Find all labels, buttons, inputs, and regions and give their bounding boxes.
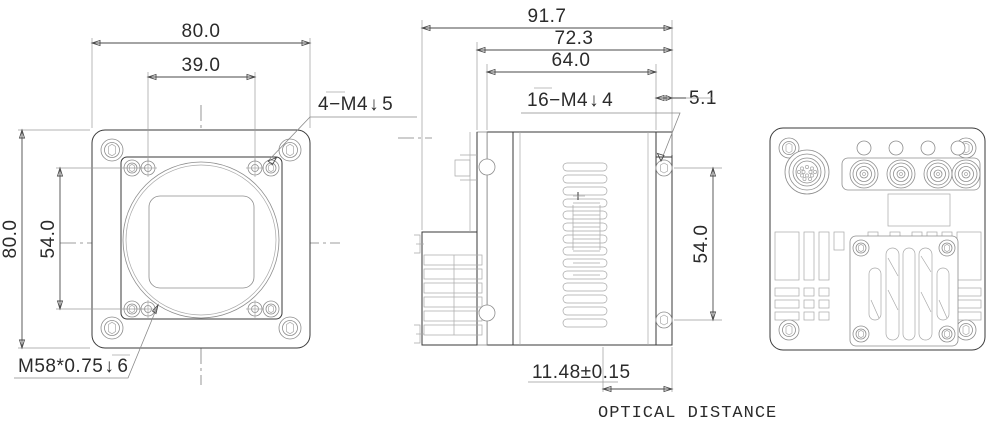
pin-hole-top-right [246,159,264,177]
front-view: 80.0 39.0 80.0 54.0 4−M4↓5 [0,21,417,385]
rear-label-plate [887,193,951,227]
side-left-brackets [414,234,424,344]
side-view: 91.7 72.3 64.0 5.1 54 [398,6,777,423]
callout-front-corner-holes: 4−M4↓5 [267,91,417,166]
corner-hole-bottom-left [100,316,124,340]
callout-label-4m4: 4−M4↓5 [318,94,393,115]
dim-front-hole-spacing-v: 54.0 [38,166,64,311]
fan-assembly [849,235,959,347]
side-lens-mount-step [421,132,478,346]
dim-side-body-length: 72.3 [475,28,674,54]
side-body-outline [486,131,673,346]
side-lens-mount-holes [454,154,496,322]
coax-connectors [841,157,981,191]
dim-label-front-hole-spacing-v: 54.0 [38,220,59,259]
callout-16m4-thread: 16−M4 [527,90,588,111]
callout-4m4-depth: 5 [382,94,393,115]
side-mount-holes [655,159,673,329]
led-1 [856,140,872,156]
dim-side-total-length: 91.7 [420,6,674,32]
plate-screw-top-right [262,159,280,177]
rear-corner-screws [778,137,977,341]
fan-blade-1 [868,267,882,321]
front-lens-thread-circle [122,161,280,319]
front-pin-holes [139,159,264,318]
dim-side-mount-height: 54.0 [691,166,717,322]
dim-label-side-body-length: 72.3 [555,28,594,49]
corner-hole-top-right [278,138,302,162]
dim-label-front-height: 80.0 [0,220,21,259]
fan-screw-top-right [938,239,956,257]
dim-front-width: 80.0 [90,21,312,47]
dim-label-side-mount-height: 54.0 [691,225,712,264]
corner-hole-bottom-right [278,316,302,340]
front-lens-thread-inner [125,164,277,316]
fan-blade-5 [936,267,950,321]
dim-label-optical-distance: 11.48±0.15 [532,362,631,383]
callout-side-mount-holes: 16−M4↓4 [521,87,681,162]
power-connector [784,149,830,195]
rear-screw-bottom-right [955,319,977,341]
led-4 [950,140,966,156]
led-2 [888,140,904,156]
dim-label-front-hole-spacing-h: 39.0 [182,55,221,76]
dim-front-height: 80.0 [0,128,26,350]
fan-blade-2 [885,247,900,341]
callout-16m4-depth: 4 [602,90,613,111]
fan-screw-bottom-right [938,325,956,343]
callout-label-m58: M58*0.75↓6 [18,356,128,377]
rear-view [769,127,986,351]
front-sensor-window [148,195,255,289]
coax-1 [849,159,879,189]
dim-label-side-flange-thickness: 5.1 [689,88,717,109]
corner-hole-top-left [100,138,124,162]
dim-side-mount-length: 64.0 [485,50,658,76]
label-optical-distance: OPTICAL DISTANCE [598,404,777,423]
fan-screw-top-left [852,239,870,257]
side-vent-slots [562,162,608,328]
fan-screw-bottom-left [852,325,870,343]
dim-label-side-total-length: 91.7 [528,6,567,27]
callout-m58-thread: M58*0.75 [18,356,103,377]
front-corner-holes [100,138,302,340]
callout-m58-depth: 6 [117,356,128,377]
pin-hole-bottom-right [246,300,264,318]
dim-side-flange-thickness: 5.1 [654,88,717,109]
fan-blade-4 [918,247,933,341]
depth-symbol-corner: ↓ [369,94,379,115]
depth-symbol-thread: ↓ [104,356,114,377]
depth-symbol-mount: ↓ [589,90,599,111]
dim-label-front-width: 80.0 [182,21,221,42]
callout-label-16m4: 16−M4↓4 [527,90,613,111]
coax-4 [951,159,981,189]
rear-screw-top-left [778,137,800,159]
coax-3 [923,159,953,189]
dim-front-hole-spacing-h: 39.0 [146,55,257,81]
dim-label-side-mount-length: 64.0 [552,50,591,71]
dim-optical-distance: 11.48±0.15 OPTICAL DISTANCE [528,362,777,423]
callout-4m4-thread: 4−M4 [318,94,368,115]
coax-2 [886,159,916,189]
rear-screw-bottom-left [778,319,800,341]
callout-front-thread: M58*0.75↓6 [14,303,159,379]
fan-blade-3 [902,247,916,341]
led-3 [920,140,936,156]
led-indicators [856,140,966,156]
plate-screw-bottom-right [262,300,280,318]
